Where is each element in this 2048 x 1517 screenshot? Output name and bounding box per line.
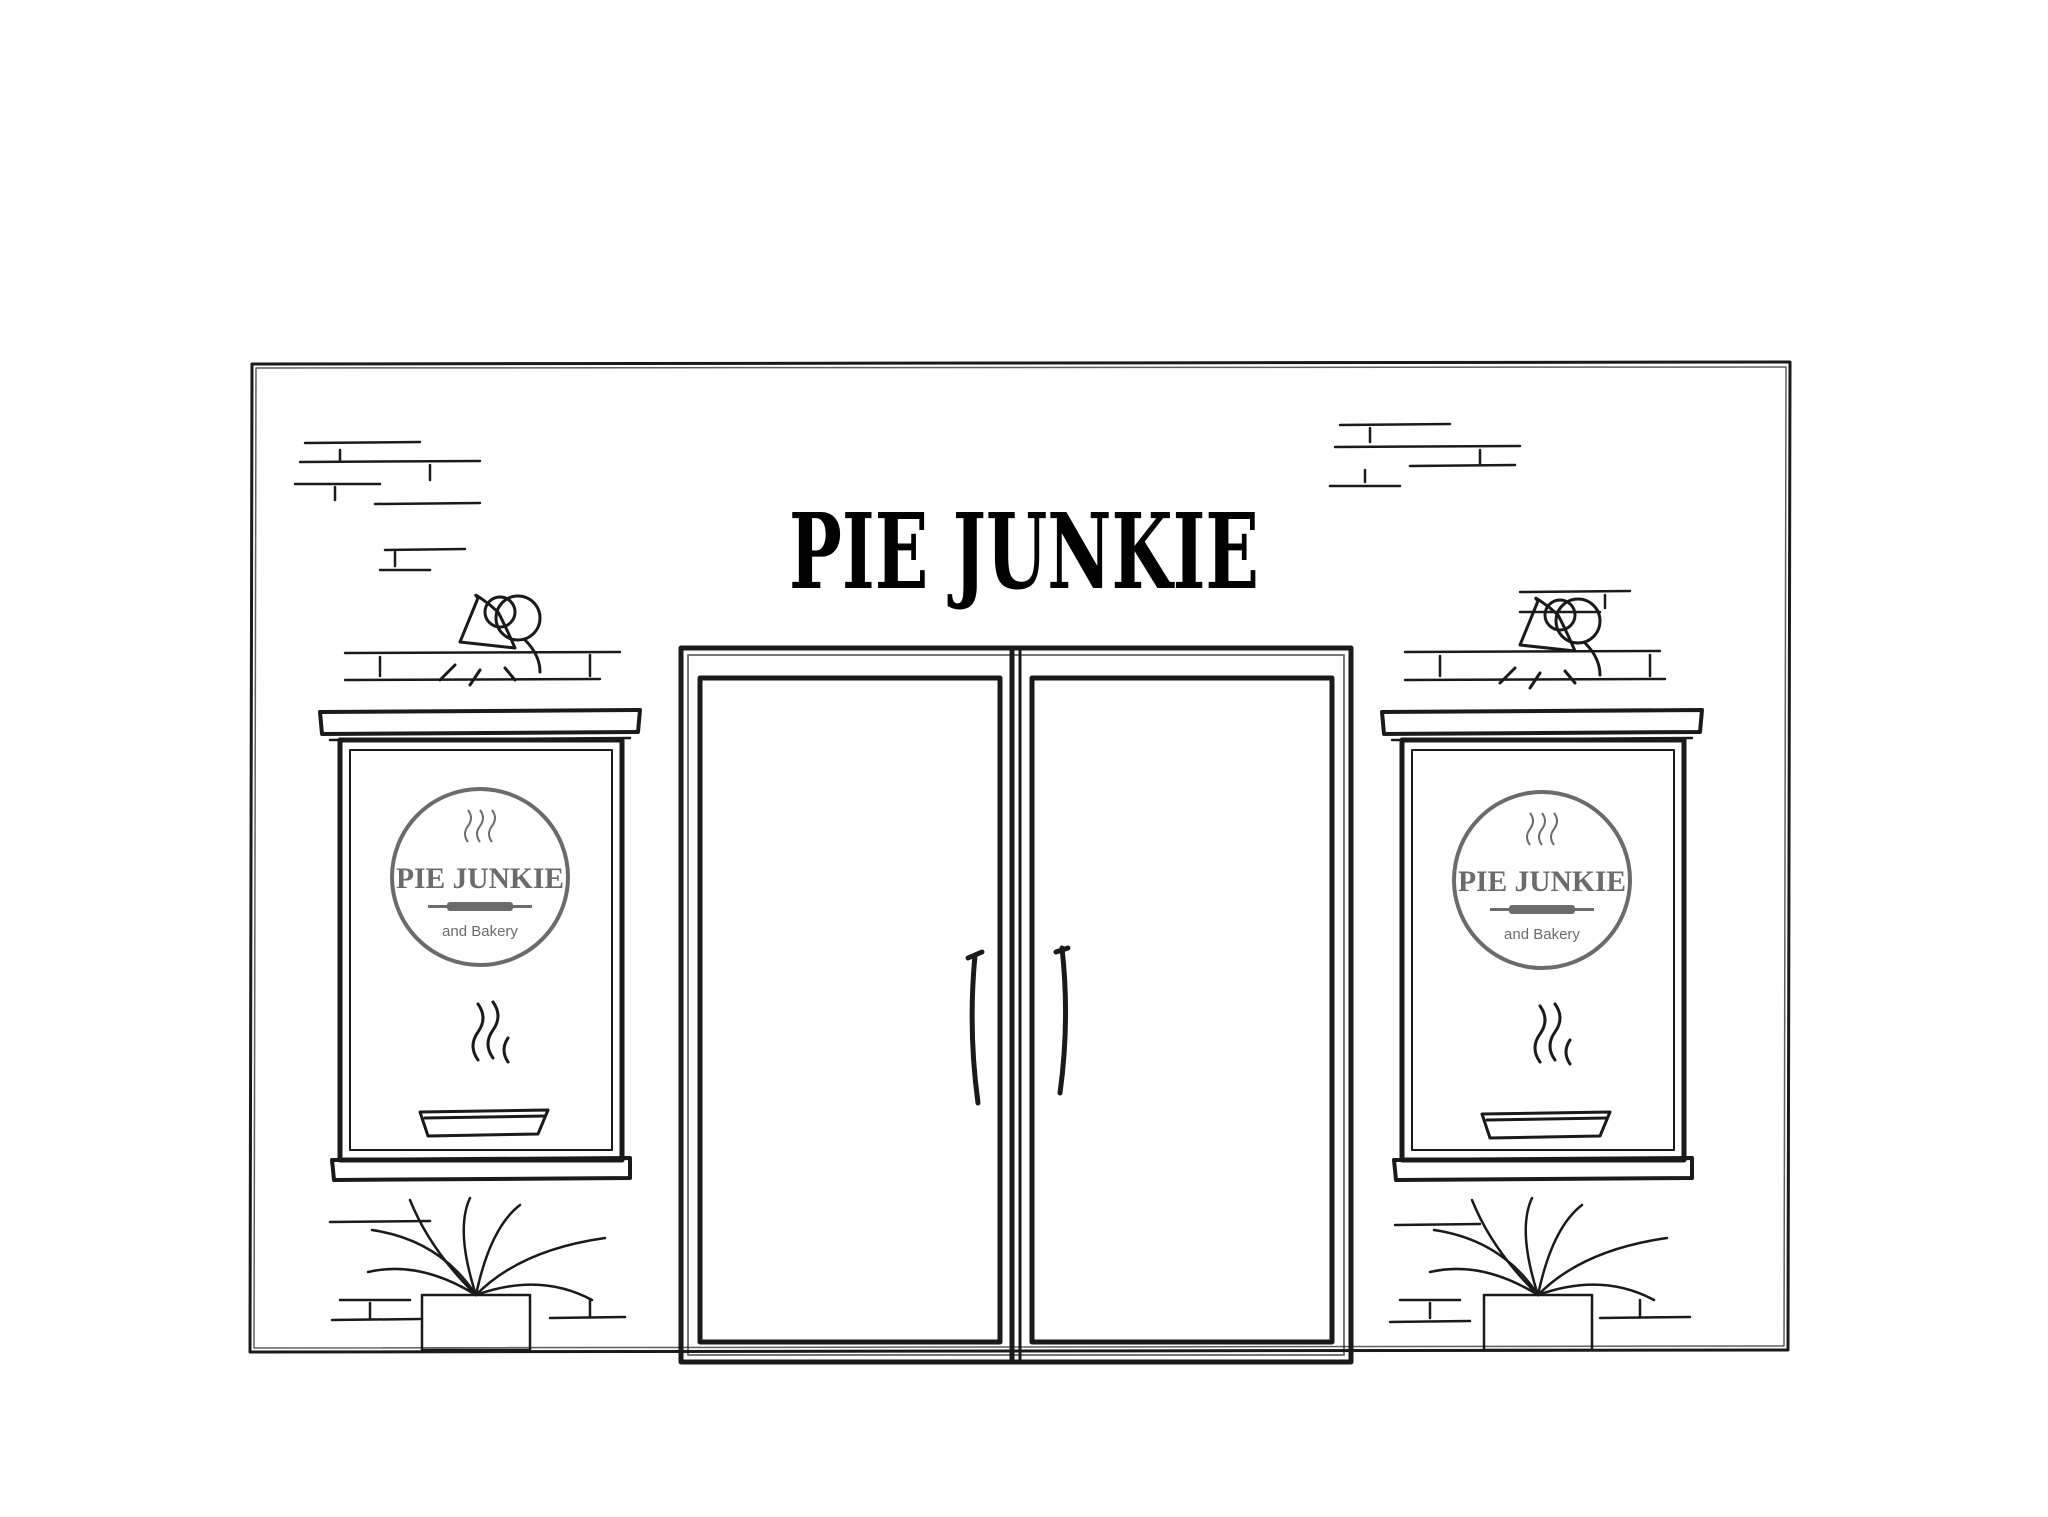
pie-icon [1480, 1002, 1612, 1140]
steam-icon [464, 809, 496, 843]
window-logo-title: PIE JUNKIE [396, 862, 564, 895]
rolling-pin-icon [428, 902, 532, 911]
window-logo-subtitle: and Bakery [442, 923, 518, 940]
wall-lamp-icon [1498, 596, 1602, 690]
door-handle-right[interactable] [1053, 945, 1071, 1096]
window-logo-subtitle: and Bakery [1504, 926, 1580, 943]
steam-icon [1526, 812, 1558, 846]
brick-pattern [293, 422, 1692, 1324]
window-logo-title: PIE JUNKIE [1458, 865, 1626, 898]
store-sign: PIE JUNKIE [789, 490, 1259, 613]
wall-lamp-icon [438, 593, 542, 687]
double-doors [678, 645, 1354, 1365]
shop-window-left [318, 708, 642, 1182]
shop-window-right [1380, 708, 1704, 1182]
window-logo-left: PIE JUNKIE and Bakery [390, 787, 570, 967]
rolling-pin-icon [1490, 905, 1594, 914]
potted-plant-icon [1428, 1196, 1669, 1352]
potted-plant-icon [366, 1196, 607, 1352]
building-facade [248, 360, 1792, 1354]
door-handle-left[interactable] [965, 949, 985, 1106]
pie-icon [418, 1000, 550, 1138]
window-logo-right: PIE JUNKIE and Bakery [1452, 790, 1632, 970]
